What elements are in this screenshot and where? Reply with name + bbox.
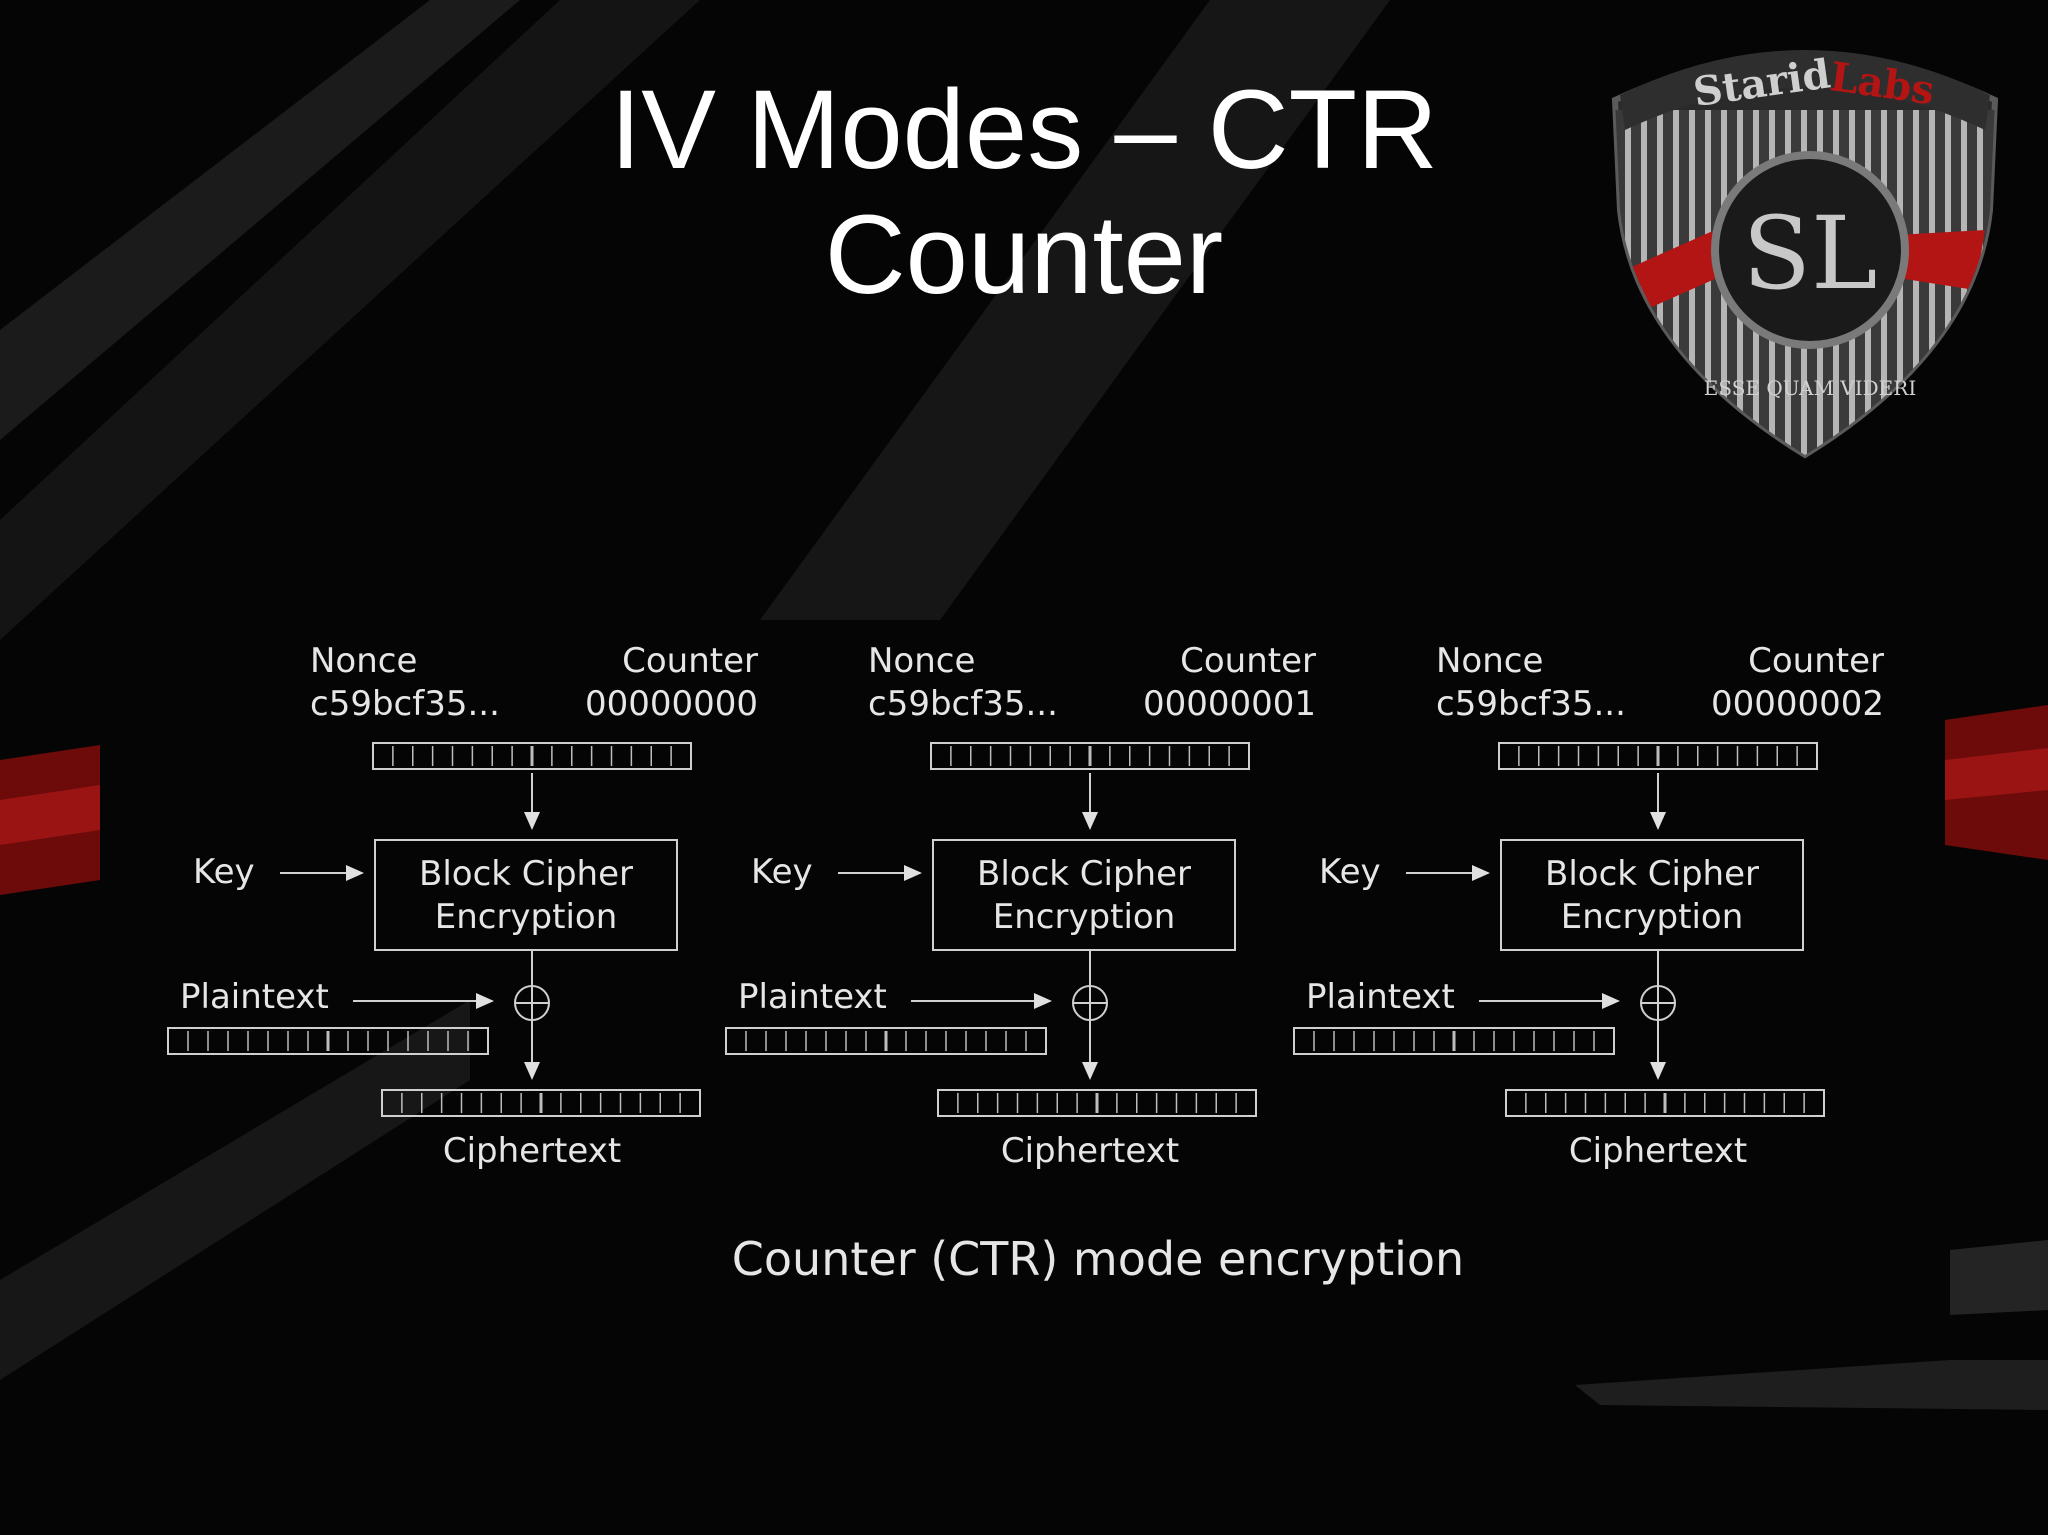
key-label: Key bbox=[193, 852, 255, 892]
nonce-value: c59bcf35... bbox=[310, 684, 500, 724]
diagram-caption: Counter (CTR) mode encryption bbox=[732, 1232, 1464, 1286]
key-label: Key bbox=[751, 852, 813, 892]
counter-value: 00000002 bbox=[1711, 684, 1884, 724]
key-label: Key bbox=[1319, 852, 1381, 892]
nonce-label: Nonce bbox=[310, 641, 417, 681]
block-cipher-line-2: Encryption bbox=[435, 897, 618, 937]
counter-block-bar bbox=[930, 742, 1250, 770]
slide-title-line-1: IV Modes – CTR bbox=[610, 67, 1438, 192]
ciphertext-block-bar bbox=[381, 1089, 701, 1117]
nonce-value: c59bcf35... bbox=[1436, 684, 1626, 724]
slide-title-line-2: Counter bbox=[824, 192, 1224, 317]
block-cipher-line-2: Encryption bbox=[993, 897, 1176, 937]
block-cipher-line-1: Block Cipher bbox=[419, 854, 633, 894]
block-cipher-box bbox=[1500, 839, 1804, 951]
plaintext-block-bar bbox=[167, 1027, 489, 1055]
xor-icon bbox=[514, 985, 550, 1021]
ciphertext-block-bar bbox=[937, 1089, 1257, 1117]
ciphertext-block-bar bbox=[1505, 1089, 1825, 1117]
ctr-stage-1: Nonce c59bcf35... Counter 00000000 Key B… bbox=[167, 641, 758, 1171]
block-cipher-line-1: Block Cipher bbox=[977, 854, 1191, 894]
plaintext-block-bar bbox=[1293, 1027, 1615, 1055]
plaintext-label: Plaintext bbox=[180, 977, 329, 1017]
ctr-stage-3: Nonce c59bcf35... Counter 00000002 Key B… bbox=[1293, 641, 1884, 1171]
block-cipher-line-2: Encryption bbox=[1561, 897, 1744, 937]
nonce-label: Nonce bbox=[1436, 641, 1543, 681]
counter-block-bar bbox=[372, 742, 692, 770]
counter-label: Counter bbox=[1180, 641, 1316, 681]
ciphertext-label: Ciphertext bbox=[1569, 1131, 1747, 1171]
nonce-label: Nonce bbox=[868, 641, 975, 681]
plaintext-label: Plaintext bbox=[1306, 977, 1455, 1017]
xor-icon bbox=[1072, 985, 1108, 1021]
xor-icon bbox=[1640, 985, 1676, 1021]
logo-motto: ESSE QUAM VIDERI bbox=[1704, 376, 1916, 400]
counter-value: 00000001 bbox=[1143, 684, 1316, 724]
block-cipher-box bbox=[374, 839, 678, 951]
counter-label: Counter bbox=[622, 641, 758, 681]
counter-block-bar bbox=[1498, 742, 1818, 770]
ciphertext-label: Ciphertext bbox=[1001, 1131, 1179, 1171]
plaintext-label: Plaintext bbox=[738, 977, 887, 1017]
ciphertext-label: Ciphertext bbox=[443, 1131, 621, 1171]
counter-label: Counter bbox=[1748, 641, 1884, 681]
plaintext-block-bar bbox=[725, 1027, 1047, 1055]
nonce-value: c59bcf35... bbox=[868, 684, 1058, 724]
block-cipher-line-1: Block Cipher bbox=[1545, 854, 1759, 894]
counter-value: 00000000 bbox=[585, 684, 758, 724]
logo-monogram: SL bbox=[1743, 195, 1878, 312]
block-cipher-box bbox=[932, 839, 1236, 951]
ctr-stage-2: Nonce c59bcf35... Counter 00000001 Key B… bbox=[725, 641, 1316, 1171]
staridlabs-logo: Starid Labs SL ESSE QUAM VIDERI bbox=[1611, 50, 1999, 459]
